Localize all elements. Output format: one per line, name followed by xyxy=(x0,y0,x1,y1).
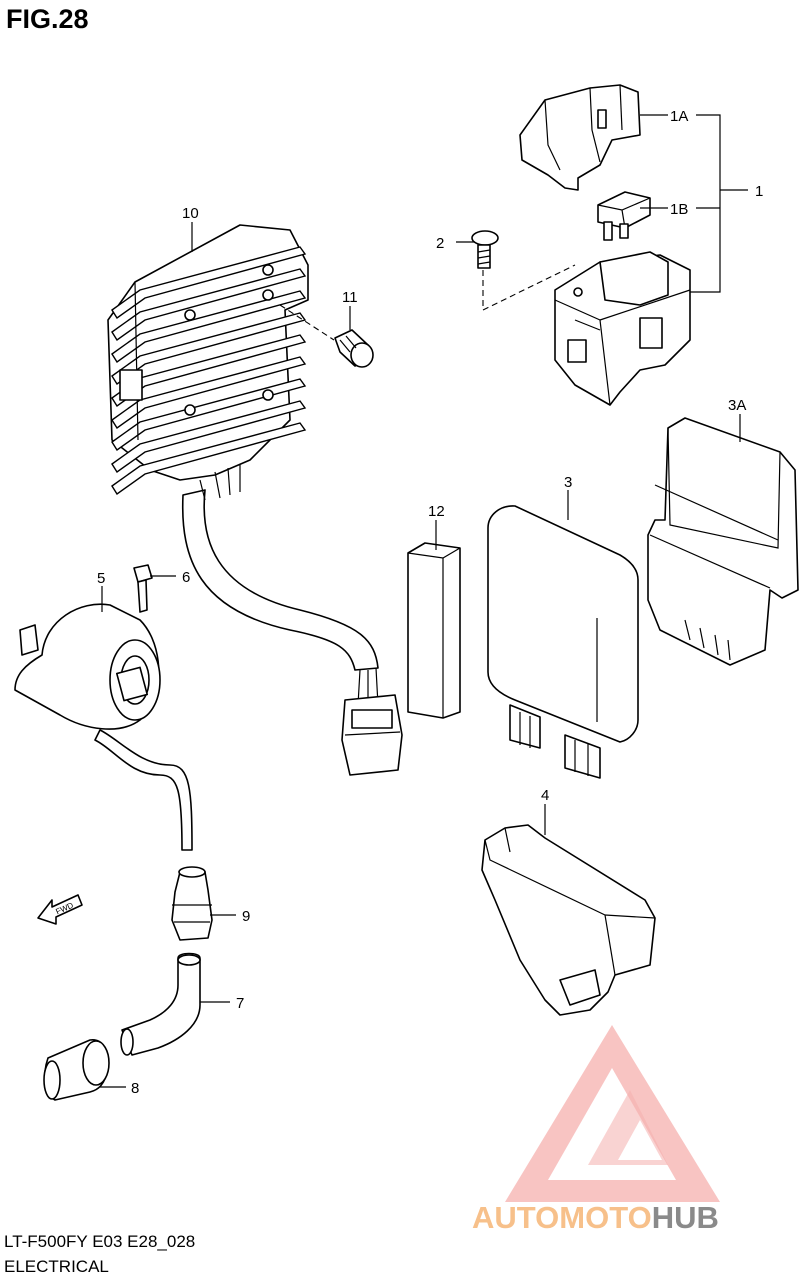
heat-sink-fin xyxy=(111,290,307,364)
callout-3A: 3A xyxy=(728,397,746,414)
cushion-pad-part xyxy=(407,542,461,719)
heat-sink-fin xyxy=(111,422,307,496)
regulator-rectifier-part xyxy=(107,224,309,496)
heat-sink-fin xyxy=(111,400,307,474)
callout-5: 5 xyxy=(97,570,105,587)
callout-6: 6 xyxy=(182,569,190,586)
heat-sink-fin xyxy=(111,378,307,452)
starter-relay-part xyxy=(554,251,691,406)
callout-8: 8 xyxy=(131,1080,139,1097)
heat-sink-fin xyxy=(111,312,307,386)
watermark-text-part2: HUB xyxy=(652,1200,719,1235)
bolt-part-6 xyxy=(133,564,153,613)
ecm-holder-part xyxy=(481,824,656,1016)
callout-1A: 1A xyxy=(670,108,688,125)
callout-12: 12 xyxy=(428,503,445,520)
callout-2: 2 xyxy=(436,235,444,252)
plug-cap-elbow-part xyxy=(120,952,201,1056)
callout-4: 4 xyxy=(541,787,549,804)
leader-dash xyxy=(482,264,576,311)
forward-direction-marker: FWD xyxy=(37,894,83,925)
relay-cover-part xyxy=(519,84,641,191)
heat-sink-fin xyxy=(111,246,307,320)
figure-label: FIG.28 xyxy=(6,4,89,34)
callout-10: 10 xyxy=(182,205,199,222)
ecm-cover-part xyxy=(647,417,799,666)
bolt-part-11 xyxy=(334,329,374,368)
plug-boot-part xyxy=(171,866,213,941)
callout-1B: 1B xyxy=(670,201,688,218)
bolt-part-2 xyxy=(471,230,499,269)
ignition-coil-part xyxy=(14,603,193,851)
callout-1: 1 xyxy=(755,183,763,200)
ecm-unit-part xyxy=(487,505,639,779)
leader-lines xyxy=(100,114,748,1088)
heat-sink-fin xyxy=(111,268,307,342)
section-title: ELECTRICAL xyxy=(4,1257,109,1276)
fwd-label: FWD xyxy=(54,901,75,917)
fuse-part xyxy=(597,191,651,241)
model-code: LT-F500FY E03 E28_028 xyxy=(4,1232,196,1251)
plug-cover-part xyxy=(43,1039,110,1101)
regulator-cable xyxy=(181,465,403,776)
callout-7: 7 xyxy=(236,995,244,1012)
callout-9: 9 xyxy=(242,908,250,925)
callout-11: 11 xyxy=(342,289,358,306)
watermark-text-part1: AUTOMOTO xyxy=(472,1200,652,1235)
callout-3: 3 xyxy=(564,474,572,491)
watermark-logo xyxy=(505,1025,720,1202)
watermark-text: AUTOMOTOHUB xyxy=(472,1200,719,1235)
leader-dash xyxy=(279,304,335,341)
